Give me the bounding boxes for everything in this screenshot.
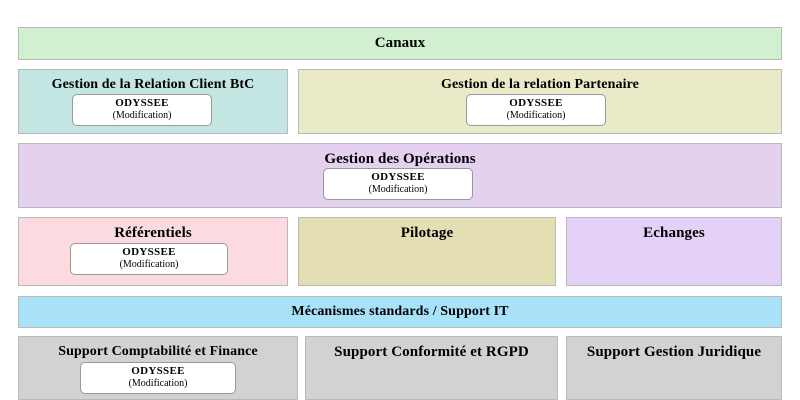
block-title: Echanges [643,225,705,241]
app-box-status: (Modification) [368,184,428,195]
block-socle-1[interactable]: Pilotage [298,217,556,286]
app-box-odyssee[interactable]: ODYSSEE(Modification) [466,94,606,126]
block-title: Support Conformité et RGPD [334,344,529,360]
block-title: Support Gestion Juridique [586,344,762,360]
app-box-odyssee[interactable]: ODYSSEE(Modification) [80,362,236,394]
app-box-name: ODYSSEE [371,171,425,183]
block-supports-1[interactable]: Support Conformité et RGPD [305,336,558,400]
block-title: Référentiels [114,225,192,241]
app-box-name: ODYSSEE [131,365,185,377]
app-box-status: (Modification) [128,378,188,389]
block-title: Mécanismes standards / Support IT [291,304,509,319]
app-box-name: ODYSSEE [115,97,169,109]
block-supports-2[interactable]: Support Gestion Juridique [566,336,782,400]
block-title: Support Comptabilité et Finance [58,344,258,359]
block-mecanismes-0[interactable]: Mécanismes standards / Support IT [18,296,782,328]
block-supports-0[interactable]: Support Comptabilité et Finance [18,336,298,400]
block-canaux-0[interactable]: Canaux [18,27,782,60]
block-title: Canaux [374,35,426,51]
app-box-odyssee[interactable]: ODYSSEE(Modification) [72,94,212,126]
block-socle-2[interactable]: Echanges [566,217,782,286]
block-title: Pilotage [400,225,454,241]
block-title: Gestion de la relation Partenaire [441,77,639,92]
app-box-status: (Modification) [119,259,179,270]
app-box-odyssee[interactable]: ODYSSEE(Modification) [323,168,473,200]
app-box-name: ODYSSEE [509,97,563,109]
block-title: Gestion des Opérations [324,151,476,167]
app-box-name: ODYSSEE [122,246,176,258]
app-box-status: (Modification) [506,110,566,121]
app-box-odyssee[interactable]: ODYSSEE(Modification) [70,243,228,275]
block-title: Gestion de la Relation Client BtC [51,77,255,92]
app-box-status: (Modification) [112,110,172,121]
